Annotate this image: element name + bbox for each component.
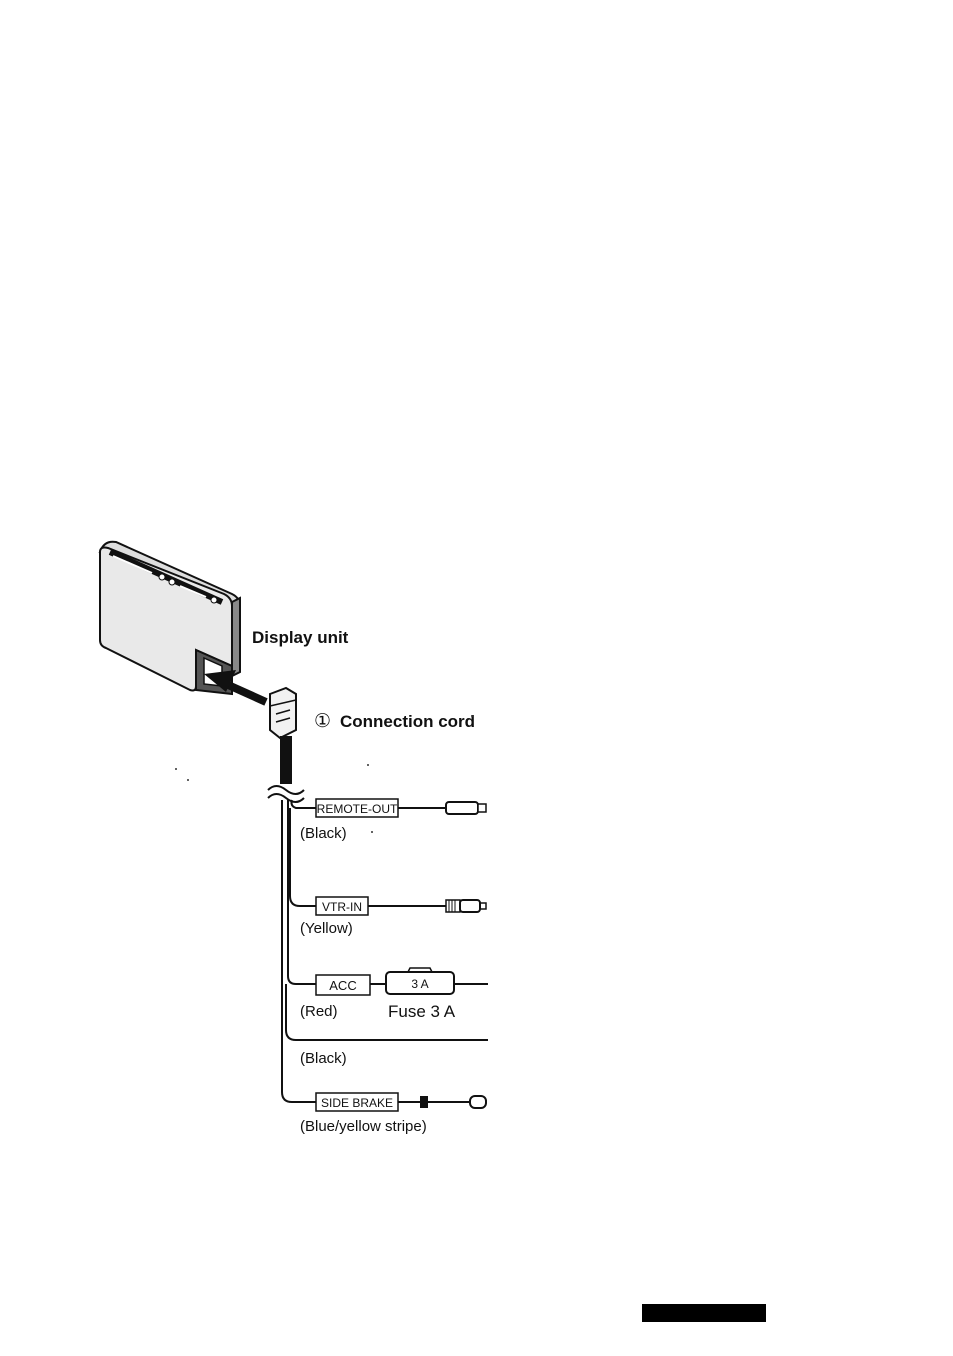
connection-cord-number: ① (314, 711, 331, 732)
cord-tag: VTR-IN (322, 900, 362, 914)
cord-vtr-in: VTR-IN (Yellow) (300, 897, 486, 937)
cord-color: (Blue/yellow stripe) (300, 1118, 427, 1135)
display-unit (100, 542, 240, 694)
cord-tag: SIDE BRAKE (321, 1096, 393, 1110)
black-bar (642, 1304, 766, 1322)
cord-tag: REMOTE-OUT (317, 802, 398, 816)
connector-plug (270, 688, 296, 738)
cord-side-brake: SIDE BRAKE (Blue/yellow stripe) (300, 1093, 486, 1135)
cord-color: (Red) (300, 1003, 338, 1020)
display-unit-label: Display unit (252, 628, 349, 647)
cord-color: (Black) (300, 1050, 347, 1067)
cord-remote-out: REMOTE-OUT (Black) (300, 799, 486, 842)
cord-tag: ACC (329, 978, 356, 993)
connection-cord-label: Connection cord (340, 712, 475, 731)
fuse-tag: 3 A (411, 977, 428, 991)
fuse-label: Fuse 3 A (388, 1002, 456, 1021)
cord-acc: ACC 3 A (Red) Fuse 3 A (300, 968, 488, 1021)
main-cable (268, 736, 304, 802)
cord-ground: (Black) (300, 1050, 347, 1067)
cord-color: (Black) (300, 825, 347, 842)
cord-color: (Yellow) (300, 920, 353, 937)
